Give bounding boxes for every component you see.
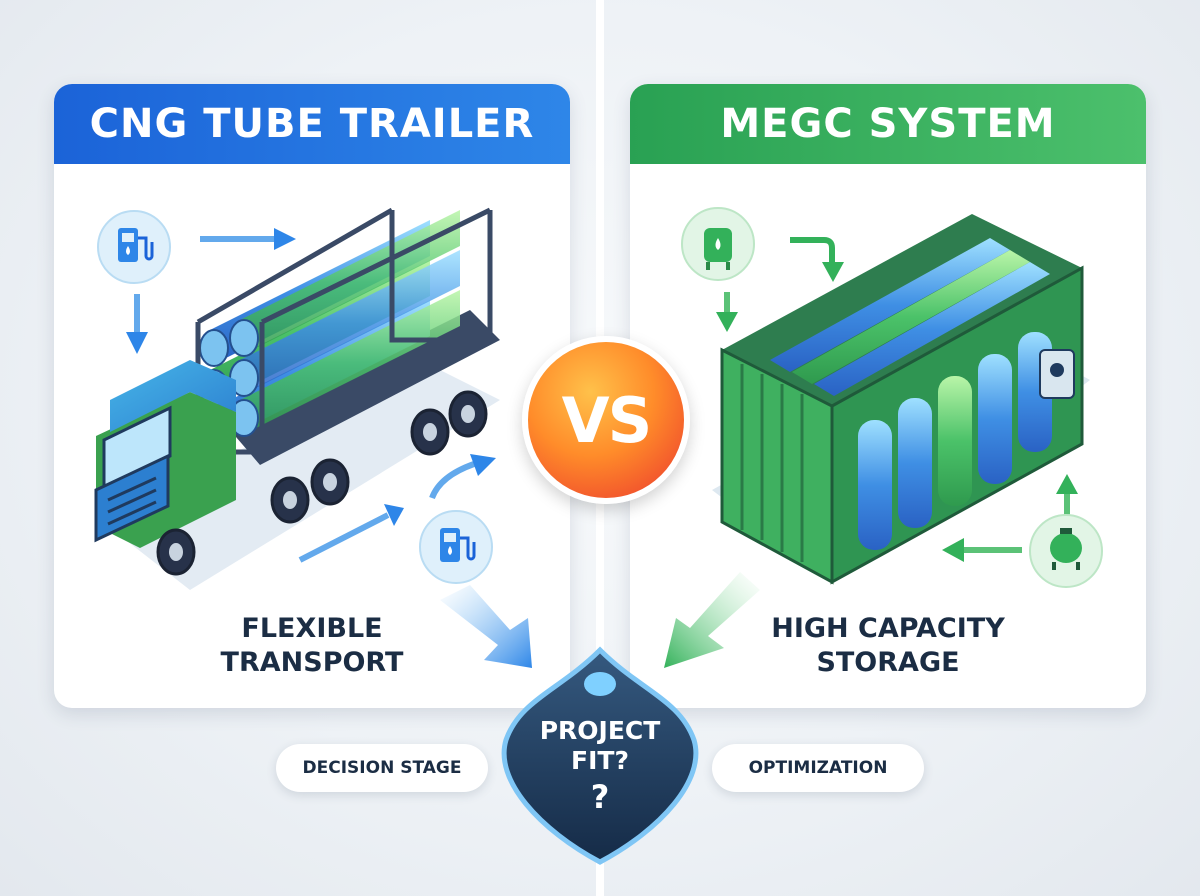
question-mark-icon: ? [590,778,610,816]
project-fit-line-1: PROJECT [539,716,661,745]
vs-badge: VS [522,336,690,504]
project-fit-label: PROJECT FIT? ? [524,716,676,816]
megc-panel-caption: HIGH CAPACITY STORAGE [630,612,1146,680]
cng-panel-caption: FLEXIBLE TRANSPORT [54,612,570,680]
project-fit-line-2: FIT? [571,746,629,775]
megc-panel-title: MEGC SYSTEM [630,84,1146,164]
megc-caption-line-2: STORAGE [816,647,960,678]
cng-tube-trailer-panel: CNG TUBE TRAILER FLEXIBLE TRANSPORT [54,84,570,708]
megc-caption-line-1: HIGH CAPACITY [771,613,1005,644]
decision-stage-pill: DECISION STAGE [276,744,488,792]
optimization-pill: OPTIMIZATION [712,744,924,792]
megc-system-panel: MEGC SYSTEM HIGH CAPACITY STORAGE [630,84,1146,708]
cng-caption-line-1: FLEXIBLE [241,613,383,644]
cng-caption-line-2: TRANSPORT [220,647,404,678]
cng-panel-title: CNG TUBE TRAILER [54,84,570,164]
